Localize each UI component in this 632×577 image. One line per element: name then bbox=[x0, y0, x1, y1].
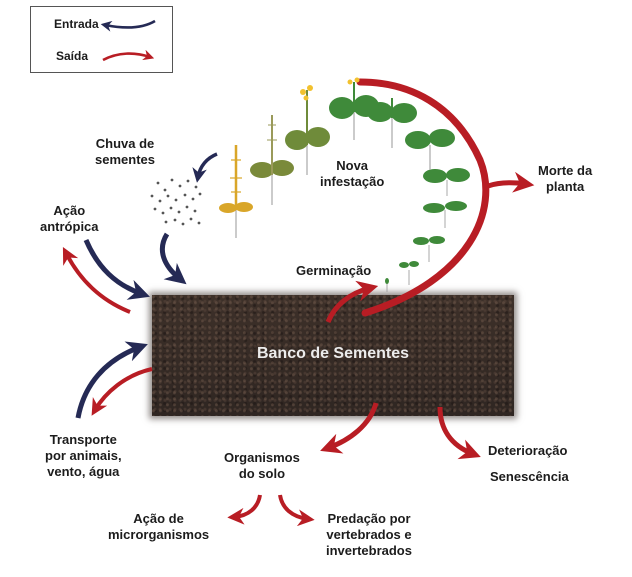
label-organismos-line1: Organismos bbox=[224, 450, 300, 465]
legend-entrada-label: Entrada bbox=[54, 17, 99, 31]
label-transporte-line1: Transporte bbox=[49, 432, 117, 447]
plant-stage-6 bbox=[405, 129, 455, 170]
morte-arrow bbox=[487, 171, 535, 193]
organismos-arrow bbox=[320, 402, 379, 454]
plant-stage-1 bbox=[385, 278, 389, 292]
label-acao-microrganismos: Ação de microrganismos bbox=[108, 511, 209, 543]
plant-stage-5 bbox=[423, 168, 470, 196]
plant-stage-2 bbox=[399, 261, 419, 285]
label-transporte-line2: por animais, bbox=[45, 448, 122, 463]
label-microrganismos-line1: Ação de bbox=[133, 511, 184, 526]
legend-entrada: Entrada bbox=[31, 13, 172, 37]
plant-stage-4 bbox=[423, 201, 467, 228]
label-acao-antropica-line1: Ação bbox=[53, 203, 86, 218]
life-cycle-arc bbox=[356, 78, 490, 317]
legend-saida-arrow bbox=[102, 49, 155, 62]
label-predacao-line3: invertebrados bbox=[326, 543, 412, 558]
deterioracao-arrow bbox=[437, 406, 481, 460]
seed-rain-dots bbox=[150, 178, 202, 226]
label-predacao: Predação por vertebrados e invertebrados bbox=[326, 511, 412, 559]
label-germinacao: Germinação bbox=[296, 263, 372, 278]
label-deterioracao: Deterioração bbox=[488, 443, 568, 458]
antropica-output-arrow bbox=[62, 247, 131, 314]
label-chuva-line2: sementes bbox=[95, 152, 155, 167]
label-acao-antropica-line2: antrópica bbox=[40, 219, 99, 234]
legend-entrada-arrow bbox=[100, 19, 156, 32]
label-predacao-line2: vertebrados e bbox=[326, 527, 412, 542]
plant-stage-11-dry bbox=[219, 145, 253, 238]
label-transporte: Transporte por animais, vento, água bbox=[45, 432, 122, 480]
label-chuva-line1: Chuva de bbox=[95, 136, 155, 151]
plant-stage-3 bbox=[413, 236, 445, 262]
seed-to-soil-arrow bbox=[160, 232, 187, 285]
label-chuva-de-sementes: Chuva de sementes bbox=[95, 136, 155, 168]
legend-box: Entrada Saída bbox=[30, 6, 173, 73]
seed-bank-label: Banco de Sementes bbox=[256, 345, 410, 362]
plant-stage-10-seeding bbox=[250, 115, 294, 205]
label-organismos-line2: do solo bbox=[238, 466, 286, 481]
legend-saida: Saída bbox=[31, 45, 172, 69]
label-nova-infestacao: Nova infestação bbox=[320, 158, 384, 190]
label-morte-line2: planta bbox=[545, 179, 585, 194]
transporte-output-arrow bbox=[91, 367, 153, 416]
label-organismos-do-solo: Organismos do solo bbox=[224, 450, 300, 482]
germinacao-arrow bbox=[325, 280, 379, 324]
microrganismos-arrow bbox=[227, 494, 262, 525]
label-microrganismos-line2: microrganismos bbox=[108, 527, 210, 542]
chuva-arrow bbox=[192, 152, 218, 183]
predacao-arrow bbox=[278, 494, 315, 527]
label-predacao-line1: Predação por bbox=[327, 511, 411, 526]
legend-saida-label: Saída bbox=[56, 49, 89, 63]
label-morte-da-planta: Morte da planta bbox=[538, 163, 592, 195]
plant-stage-9-flowering bbox=[285, 85, 330, 175]
label-morte-line1: Morte da bbox=[538, 163, 593, 178]
label-acao-antropica: Ação antrópica bbox=[40, 203, 99, 235]
plant-growth-sequence bbox=[219, 77, 470, 292]
plant-stage-8-flowering bbox=[329, 77, 379, 140]
label-transporte-line3: vento, água bbox=[47, 464, 120, 479]
label-nova-line1: Nova bbox=[336, 158, 369, 173]
transporte-input-arrow bbox=[75, 341, 148, 419]
label-senescencia: Senescência bbox=[490, 469, 569, 484]
antropica-input-arrow bbox=[83, 239, 150, 300]
label-nova-line2: infestação bbox=[320, 174, 385, 189]
